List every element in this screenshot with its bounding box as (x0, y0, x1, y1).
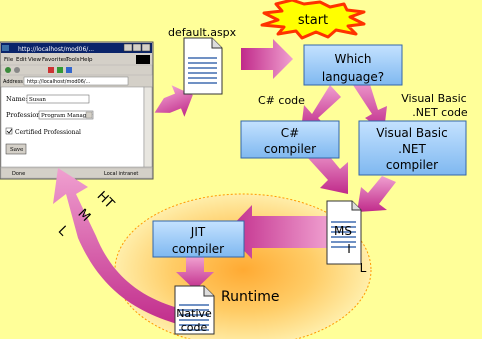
menu-view[interactable]: View (28, 57, 42, 63)
arrow-vb-to-msil (357, 176, 396, 212)
minimize-icon[interactable] (123, 43, 133, 52)
msil-line1: MS (334, 224, 352, 238)
address-value: http://localhost/mod06/... (27, 79, 91, 85)
arrow-decision-to-vb (353, 78, 387, 131)
browser-toolbar (0, 64, 153, 76)
page-scrollbar[interactable] (143, 86, 153, 168)
cs-compiler-box: C# compiler (240, 120, 340, 159)
forward-icon[interactable] (14, 67, 20, 73)
browser-title: http://localhost/mod06/... (18, 46, 94, 53)
menu-file[interactable]: File (4, 57, 14, 63)
address-input[interactable] (23, 76, 129, 86)
browser-titlebar (1, 43, 152, 53)
branch-right-line1: Visual Basic (401, 92, 466, 105)
maximize-icon[interactable] (132, 43, 142, 52)
cs-compiler-line2: compiler (264, 142, 316, 156)
vb-compiler-line2: .NET (398, 142, 426, 156)
branch-left-label: C# code (258, 94, 305, 107)
browser-app-icon (2, 45, 9, 51)
cs-compiler-line1: C# (281, 126, 299, 140)
status-left: Done (12, 171, 25, 177)
native-line2: code (181, 321, 208, 334)
arrow-browser-to-file (154, 85, 193, 117)
close-icon[interactable] (141, 43, 151, 52)
file-label: default.aspx (168, 26, 237, 39)
status-right: Local intranet (104, 171, 138, 177)
name-input[interactable] (26, 94, 90, 104)
profession-value: Program Manager (41, 113, 93, 119)
vb-compiler-box: Visual Basic .NET compiler (358, 120, 467, 176)
windows-logo (136, 55, 150, 64)
decision-line2: language? (322, 70, 384, 84)
html-line1: HT (94, 189, 117, 212)
vb-compiler-line1: Visual Basic (376, 126, 447, 140)
save-button-label: Save (10, 147, 23, 153)
native-line1: Native (176, 307, 212, 320)
refresh-icon[interactable] (57, 67, 63, 73)
certified-checkbox[interactable] (5, 127, 13, 135)
stop-icon[interactable] (48, 67, 54, 73)
menu-tools[interactable]: Tools (65, 57, 80, 63)
runtime-label: Runtime (221, 289, 279, 305)
browser-window: http://localhost/mod06/... File Edit Vie… (0, 41, 154, 180)
checkbox-label: Certified Professional (15, 129, 81, 136)
menu-favorites[interactable]: Favorites (42, 57, 67, 63)
name-label: Name: (6, 95, 28, 103)
arrow-msil-to-jit (226, 205, 330, 259)
jit-line1: JIT (190, 225, 206, 239)
address-label: Address (3, 79, 23, 85)
menu-help[interactable]: Help (80, 57, 93, 63)
menu-edit[interactable]: Edit (16, 57, 27, 63)
profession-select[interactable] (38, 110, 94, 120)
msil-line3: L (360, 261, 367, 275)
chevron-down-icon[interactable] (85, 111, 93, 119)
msil-line2: I (347, 242, 351, 256)
name-value: Susan (29, 97, 46, 103)
browser-menu: File Edit View Favorites Tools Help (4, 57, 93, 63)
arrow-decision-to-cs (301, 85, 341, 130)
save-button[interactable] (5, 143, 27, 155)
start-star-shape (260, 0, 366, 40)
html-line3: L (55, 223, 71, 239)
home-icon[interactable] (66, 67, 72, 73)
aspx-document-icon (183, 37, 223, 95)
jit-compiler-box: JIT compiler (152, 220, 245, 258)
decision-line1: Which (334, 52, 371, 66)
arrow-jit-to-native (176, 257, 214, 290)
status-bar (0, 167, 153, 179)
native-code-document: Native code (174, 285, 215, 335)
vb-compiler-line3: compiler (386, 158, 438, 172)
start-label: start (298, 13, 328, 28)
branch-right-line2: .NET code (412, 106, 468, 119)
start-burst: start (260, 0, 366, 40)
profession-label: Profession: (6, 111, 43, 119)
arrow-file-to-decision (241, 39, 293, 79)
checkmark-icon (6, 128, 13, 134)
msil-document: MS I L (326, 200, 367, 275)
jit-line2: compiler (172, 242, 224, 256)
decision-box: Which language? (303, 44, 403, 86)
back-icon[interactable] (5, 67, 11, 73)
